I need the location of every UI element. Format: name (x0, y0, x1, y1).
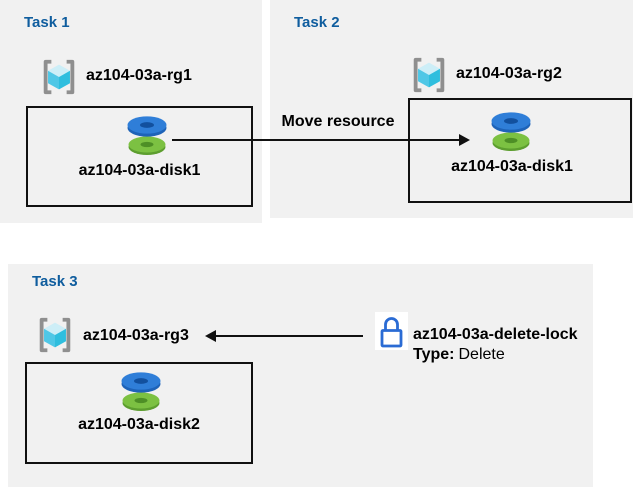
lock-tile (375, 312, 408, 350)
resource-box (26, 106, 253, 207)
resource-group-label: az104-03a-rg2 (456, 65, 562, 82)
move-arrow-label: Move resource (281, 113, 395, 130)
task2-panel: Task 2 az104-03a-rg2 az104-03a-disk1 (270, 0, 633, 218)
task1-panel: Task 1 az104-03a-rg1 az104-03a-disk1 (0, 0, 262, 223)
move-arrowhead-icon (459, 134, 470, 146)
lock-name-label: az104-03a-delete-lock (413, 326, 578, 343)
resource-group-icon (43, 59, 75, 95)
disk-label: az104-03a-disk1 (78, 162, 201, 179)
disk-icon (121, 372, 161, 411)
resource-group-label: az104-03a-rg1 (86, 67, 192, 84)
resource-group-icon (413, 57, 445, 93)
lock-icon (380, 317, 403, 348)
task1-title: Task 1 (24, 14, 70, 31)
lock-type-row: Type:Delete (413, 346, 505, 364)
disk-icon (491, 112, 531, 151)
disk-label: az104-03a-disk1 (451, 158, 573, 175)
lock-type-label: Type: (413, 346, 455, 363)
resource-group-label: az104-03a-rg3 (83, 327, 189, 344)
lock-arrow-line (213, 335, 363, 337)
disk-label: az104-03a-disk2 (78, 416, 200, 433)
task3-title: Task 3 (32, 273, 78, 290)
lock-type-value: Delete (458, 346, 505, 363)
move-arrow-line (172, 139, 462, 141)
resource-box (408, 98, 632, 203)
lock-arrowhead-icon (205, 330, 216, 342)
task3-panel: Task 3 az104-03a-rg3 az104-03a-disk2 az1… (8, 264, 593, 487)
resource-group-icon (39, 317, 71, 353)
resource-box (25, 362, 253, 464)
task2-title: Task 2 (294, 14, 340, 31)
disk-icon (127, 116, 167, 155)
